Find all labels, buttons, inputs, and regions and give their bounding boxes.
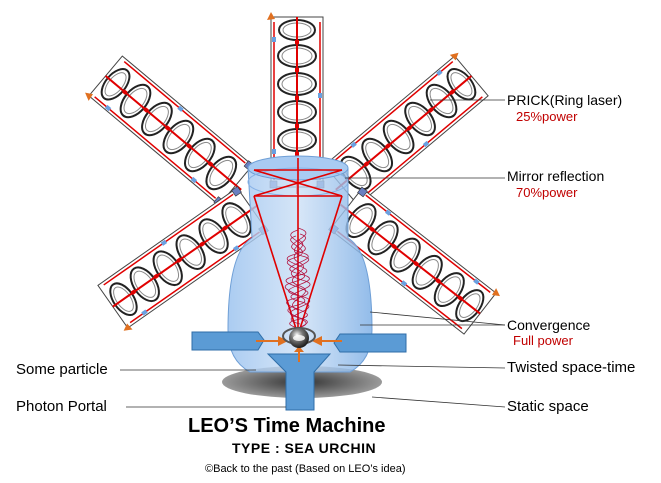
- label-twisted: Twisted space-time: [507, 359, 636, 376]
- left-side-bar: [191, 331, 265, 351]
- laser-vortex-coil: [284, 227, 311, 335]
- particle-sphere-icon: [282, 327, 316, 348]
- arrow-icon: [256, 336, 342, 362]
- photon-portal-funnel: [266, 353, 332, 411]
- label-photon-portal: Photon Portal: [16, 398, 107, 415]
- ring-laser-arm-upper-left: [81, 51, 260, 214]
- label-some-particle: Some particle: [16, 361, 108, 378]
- right-side-bar: [333, 333, 407, 353]
- label-convergence-power: Full power: [513, 333, 573, 348]
- label-prick-power: 25%power: [516, 109, 578, 124]
- label-mirror: Mirror reflection: [507, 168, 605, 184]
- vessel-body: [227, 167, 373, 373]
- label-convergence: Convergence: [507, 317, 591, 333]
- page-subtitle: TYPE : SEA URCHIN: [232, 440, 377, 456]
- label-prick: PRICK(Ring laser): [507, 92, 623, 108]
- page-title: LEO’S Time Machine: [188, 415, 386, 437]
- label-mirror-power: 70%power: [516, 185, 578, 200]
- leader-lines: [120, 99, 506, 408]
- credit-text: ©Back to the past (Based on LEO’s idea): [205, 463, 406, 475]
- label-static-space: Static space: [507, 398, 589, 415]
